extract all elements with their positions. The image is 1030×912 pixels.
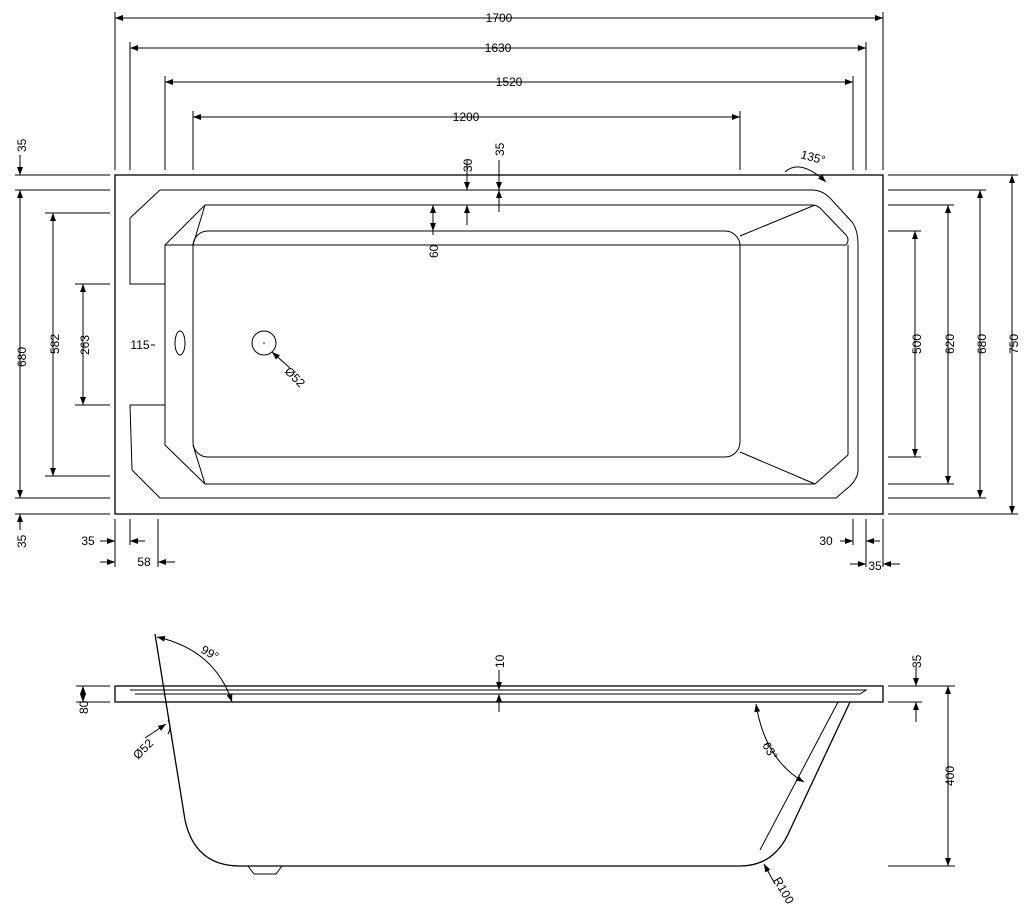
leader-arrows	[17, 155, 900, 567]
dim-1520: 1520	[496, 75, 523, 89]
dim-263: 263	[78, 335, 92, 355]
basin-floor	[192, 230, 741, 458]
dim-500: 500	[910, 334, 924, 354]
bath-foot	[247, 865, 283, 875]
basin-chamfer-lines	[192, 204, 816, 485]
dim-30-right: 30	[819, 534, 833, 548]
dim-582: 582	[48, 334, 62, 354]
dim-35-left: 35	[81, 534, 95, 548]
dim-620: 620	[943, 334, 957, 354]
basin-upper-edge	[164, 204, 849, 485]
top-view-labels: 1700 1630 1520 1200 35 30 35 60 135° 680…	[15, 11, 1021, 573]
dim-overflow-diameter: Ø52	[130, 736, 156, 762]
waste-center	[263, 342, 265, 344]
dim-10: 10	[493, 654, 507, 668]
bath-body-side	[154, 633, 851, 867]
dim-35-right: 35	[868, 559, 882, 573]
dim-80: 80	[77, 700, 91, 714]
dim-115: 115	[130, 338, 149, 352]
rim-inner-edge	[129, 189, 859, 499]
dim-angle-99: 99°	[199, 642, 222, 663]
dimension-lines	[17, 15, 1015, 514]
side-extension-lines	[76, 685, 955, 867]
overflow-side	[167, 719, 171, 735]
rim-inner-line	[130, 689, 868, 695]
dim-angle-135: 135°	[799, 147, 827, 167]
dim-30: 30	[461, 158, 475, 172]
dim-750: 750	[1007, 334, 1021, 354]
inner-wall-line	[759, 701, 839, 851]
dim-58: 58	[137, 555, 151, 569]
side-dimension-lines	[80, 635, 951, 885]
dim-1700: 1700	[486, 11, 513, 25]
overflow-icon	[174, 330, 186, 356]
dim-1630: 1630	[485, 41, 512, 55]
dim-35: 35	[493, 142, 507, 156]
dim-1200: 1200	[453, 110, 480, 124]
dim-r100: R100	[770, 875, 797, 907]
side-view: 99° 10 35 80 Ø52 63° 400 R100	[76, 633, 957, 907]
extension-lines	[15, 12, 1018, 567]
dim-680-right: 680	[975, 334, 989, 354]
dim-680-left: 680	[15, 347, 29, 367]
dim-35-top: 35	[15, 138, 29, 152]
dim-400: 400	[943, 766, 957, 786]
dim-35-bottom: 35	[15, 534, 29, 548]
side-view-labels: 99° 10 35 80 Ø52 63° 400 R100	[77, 642, 957, 906]
dim-waste-diameter: Ø52	[282, 364, 308, 390]
top-view: 1700 1630 1520 1200 35 30 35 60 135° 680…	[15, 11, 1021, 573]
bath-outline-top	[114, 174, 884, 515]
dim-35-side: 35	[910, 654, 924, 668]
dim-60: 60	[427, 244, 441, 258]
waste-outlet-icon	[251, 330, 277, 356]
